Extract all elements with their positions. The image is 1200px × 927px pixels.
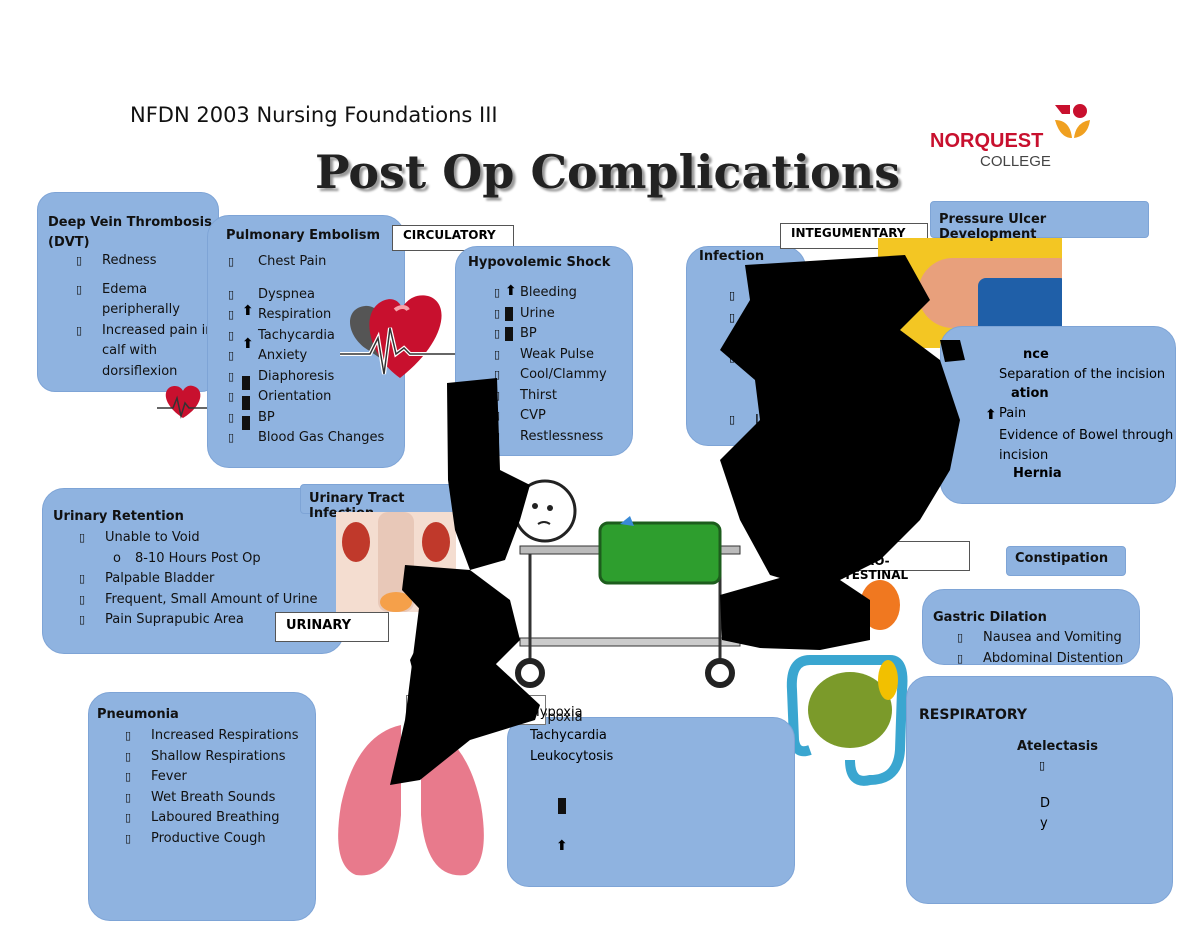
list-item: Nausea and Vomiting xyxy=(957,628,1137,649)
pneumonia-list: Increased Respirations Shallow Respirati… xyxy=(125,726,315,849)
arrow-down-icon xyxy=(242,396,250,410)
infection-title: Infection xyxy=(699,249,765,264)
list-item: Wet Breath Sounds xyxy=(125,788,315,809)
arrow-down-icon xyxy=(242,376,250,390)
list-item: Blood Gas Changes xyxy=(228,428,403,449)
logo-sub-text: COLLEGE xyxy=(980,153,1051,170)
shock-box: Hypovolemic Shock Bleeding Urine BP Weak… xyxy=(455,246,633,456)
arrow-up-icon: ⬆ xyxy=(556,838,568,854)
retention-list: Unable to Void o 8-10 Hours Post Op Palp… xyxy=(79,528,339,631)
dvt-title-line1: Deep Vein Thrombosis xyxy=(48,215,212,230)
page-title: Post Op Complications xyxy=(315,145,901,199)
pe-title: Pulmonary Embolism xyxy=(226,228,381,243)
pe-list: Chest Pain Dyspnea Respiration Tachycard… xyxy=(228,252,403,449)
list-item: Diaphoresis xyxy=(228,367,403,388)
square-bullet-icon: ▯ xyxy=(729,413,736,426)
list-item: Anxiety xyxy=(228,346,403,367)
square-bullet-icon: ▯ xyxy=(1039,759,1046,772)
list-item: Palpable Bladder xyxy=(79,569,339,590)
middle-resp-item: Tachycardia xyxy=(530,728,607,743)
sub-bullet: o xyxy=(113,550,121,566)
arrow-down-icon xyxy=(505,327,513,341)
list-item: Shallow Respirations xyxy=(125,747,315,768)
dvt-title: Deep Vein Thrombosis (DVT) xyxy=(48,213,212,253)
list-item: Edema peripherally xyxy=(76,280,216,321)
arrow-up-icon: ⬆ xyxy=(242,336,254,352)
square-bullet-icon: ▯ xyxy=(729,311,736,324)
list-item: BP xyxy=(228,408,403,429)
dehiscence-item: Hernia xyxy=(1013,466,1062,481)
arrow-up-icon: ⬆ xyxy=(242,303,254,319)
pneumonia-title: Pneumonia xyxy=(97,707,179,722)
list-item-sub: o 8-10 Hours Post Op xyxy=(79,549,339,570)
logo-main-text: NORQUEST xyxy=(930,130,1044,152)
arrow-up-icon: ⬆ xyxy=(505,283,517,299)
dehiscence-item: Separation of the incision xyxy=(999,367,1166,382)
small-heart-icon xyxy=(157,385,217,419)
list-item: Increased Respirations xyxy=(125,726,315,747)
list-item: Unable to Void xyxy=(79,528,339,549)
square-bullet-icon: ▯ xyxy=(729,289,736,302)
category-urinary: URINARY xyxy=(275,612,389,642)
gastric-title: Gastric Dilation xyxy=(933,610,1047,625)
arrow-up-icon: ⬆ xyxy=(985,407,997,423)
list-item: Respiration xyxy=(228,305,403,326)
dehiscence-sub-fragment: ation xyxy=(1011,386,1049,401)
middle-resp-item: Leukocytosis xyxy=(530,749,614,764)
dvt-list: Redness Edema peripherally Increased pai… xyxy=(76,251,216,382)
middle-resp-box: Hypoxia Tachycardia Leukocytosis ⬆ xyxy=(507,708,795,887)
list-item: Tachycardia xyxy=(228,326,403,347)
list-item: Redness xyxy=(76,251,216,272)
atelectasis-fragment: y xyxy=(1040,816,1048,831)
list-item: Urine xyxy=(494,304,634,325)
atelectasis-title: Atelectasis xyxy=(1017,739,1098,754)
patient-stretcher-image xyxy=(513,479,741,688)
list-item: Laboured Breathing xyxy=(125,808,315,829)
pressure-ulcer-tag: Pressure Ulcer Development xyxy=(930,201,1149,242)
atelectasis-fragment: D xyxy=(1040,796,1051,811)
dehiscence-item: Pain xyxy=(999,406,1027,421)
hypoxia-text: Hypoxia xyxy=(530,705,583,720)
list-item: Weak Pulse xyxy=(494,345,634,366)
constipation-tag: Constipation xyxy=(1006,546,1126,576)
dehiscence-box: nce Separation of the incision ation ⬆ P… xyxy=(940,326,1176,504)
gastric-box: Gastric Dilation Nausea and Vomiting Abd… xyxy=(922,589,1140,669)
dvt-box: Deep Vein Thrombosis (DVT) Redness Edema… xyxy=(37,192,219,392)
dvt-title-line2: (DVT) xyxy=(48,235,90,250)
dehiscence-item: Evidence of Bowel through incision xyxy=(999,428,1174,463)
arrow-down-icon xyxy=(558,798,566,814)
sub-item-text: 8-10 Hours Post Op xyxy=(135,550,261,566)
list-item: Chest Pain xyxy=(228,252,403,273)
gastric-list: Nausea and Vomiting Abdominal Distention xyxy=(957,628,1137,669)
list-item: Bleeding xyxy=(494,283,634,304)
category-respiratory: RESPIRATORY xyxy=(919,707,1028,723)
norquest-logo: NORQUEST COLLEGE xyxy=(930,100,1090,175)
retention-title: Urinary Retention xyxy=(53,509,184,524)
list-item: Cool/Clammy xyxy=(494,365,634,386)
arrow-down-icon xyxy=(505,307,513,321)
intestines-image xyxy=(786,580,908,786)
course-title: NFDN 2003 Nursing Foundations III xyxy=(130,103,498,127)
shock-title: Hypovolemic Shock xyxy=(468,255,611,270)
list-item: Productive Cough xyxy=(125,829,315,850)
list-item: Dyspnea xyxy=(228,285,403,306)
heart-icon xyxy=(340,295,498,378)
list-item: Abdominal Distention xyxy=(957,649,1137,670)
list-item: Frequent, Small Amount of Urine xyxy=(79,590,339,611)
list-item: Pain Suprapubic Area xyxy=(79,610,339,631)
list-item: Increased pain in calf with dorsiflexion xyxy=(76,321,216,383)
pneumonia-box: Pneumonia Increased Respirations Shallow… xyxy=(88,692,316,921)
list-item: Orientation xyxy=(228,387,403,408)
list-item: BP xyxy=(494,324,634,345)
list-item: Fever xyxy=(125,767,315,788)
respiratory-box: RESPIRATORY Atelectasis ▯ D y xyxy=(906,676,1173,904)
logo-mark-icon xyxy=(1055,104,1090,138)
kidney-image xyxy=(336,512,456,612)
dehiscence-title-fragment: nce xyxy=(1023,347,1049,362)
arrow-down-icon xyxy=(242,416,250,430)
